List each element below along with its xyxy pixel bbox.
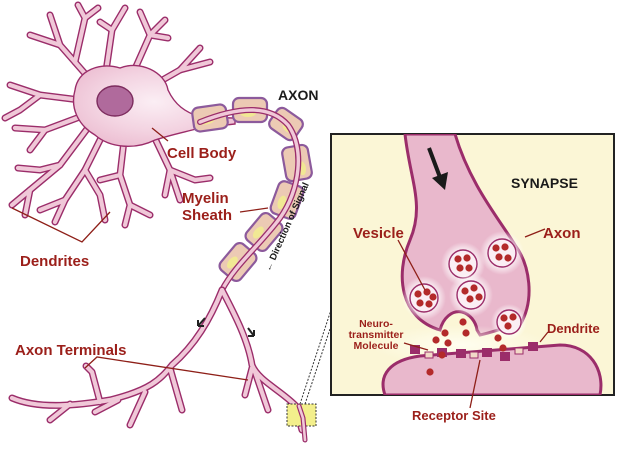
dendrites xyxy=(1,1,214,229)
label-dendrites: Dendrites xyxy=(20,253,89,270)
neurotransmitter-dot xyxy=(504,254,512,262)
zoom-connector xyxy=(299,309,334,405)
label-transmitter: transmitter xyxy=(349,329,404,341)
neurotransmitter-dot xyxy=(441,329,449,337)
neurotransmitter-dot xyxy=(504,322,512,330)
synapse-panel xyxy=(330,133,615,396)
neurotransmitter-dot xyxy=(456,264,464,272)
label-molecule: Molecule xyxy=(354,340,399,352)
label-myelin: Myelin xyxy=(182,190,229,207)
nucleus xyxy=(96,85,134,117)
neurotransmitter-molecules xyxy=(414,243,517,376)
neurotransmitter-dot xyxy=(429,293,437,301)
neurotransmitter-dot xyxy=(438,351,446,359)
synapse-title: SYNAPSE xyxy=(511,175,578,191)
neurotransmitter-dot xyxy=(425,300,433,308)
neurotransmitter-dot xyxy=(461,287,469,295)
label-receptor-site: Receptor Site xyxy=(412,408,496,423)
neurotransmitter-dot xyxy=(500,314,508,322)
vesicle xyxy=(402,276,446,320)
neurotransmitter-dot xyxy=(494,334,502,342)
label-neuro: Neuro- xyxy=(359,318,393,330)
neurotransmitter-dot xyxy=(414,290,422,298)
neurotransmitter-dot xyxy=(432,336,440,344)
neurotransmitter-dot xyxy=(466,295,474,303)
signal-arrow-left xyxy=(197,317,206,327)
label-sheath: Sheath xyxy=(182,207,232,224)
neurotransmitter-dot xyxy=(492,244,500,252)
signal-direction-arrowhead xyxy=(432,172,448,190)
axon xyxy=(191,96,313,293)
label-axon: AXON xyxy=(278,87,318,103)
label-axon-terminals: Axon Terminals xyxy=(15,342,126,359)
neurotransmitter-dot xyxy=(416,299,424,307)
postsynaptic-dendrite xyxy=(381,343,603,395)
neurotransmitter-dot xyxy=(459,318,467,326)
neurotransmitter-dot xyxy=(463,254,471,262)
label-vesicle: Vesicle xyxy=(353,225,404,242)
neurotransmitter-dot xyxy=(475,293,483,301)
axon-terminals xyxy=(8,286,334,443)
neurotransmitter-dot xyxy=(499,344,507,352)
label-dendrite: Dendrite xyxy=(547,321,600,336)
neurotransmitter-dot xyxy=(465,264,473,272)
neurotransmitter-dot xyxy=(444,339,452,347)
vesicle xyxy=(449,273,493,317)
label-synapse-axon: Axon xyxy=(543,225,581,242)
neurotransmitter-dot xyxy=(495,253,503,261)
neurotransmitter-dot xyxy=(462,329,470,337)
signal-arrow-right xyxy=(247,327,255,337)
vesicles xyxy=(402,231,527,340)
neurotransmitter-dot xyxy=(454,255,462,263)
vesicle xyxy=(491,304,527,340)
neurotransmitter-dot xyxy=(423,288,431,296)
leader-lines xyxy=(11,127,549,409)
vesicle xyxy=(480,231,524,275)
label-cell-body: Cell Body xyxy=(167,145,237,162)
neurotransmitter-dot xyxy=(470,284,478,292)
signal-direction-arrow xyxy=(427,147,443,181)
neurotransmitter-dot xyxy=(426,368,434,376)
neurotransmitter-dot xyxy=(509,313,517,321)
neurotransmitter-dot xyxy=(501,243,509,251)
